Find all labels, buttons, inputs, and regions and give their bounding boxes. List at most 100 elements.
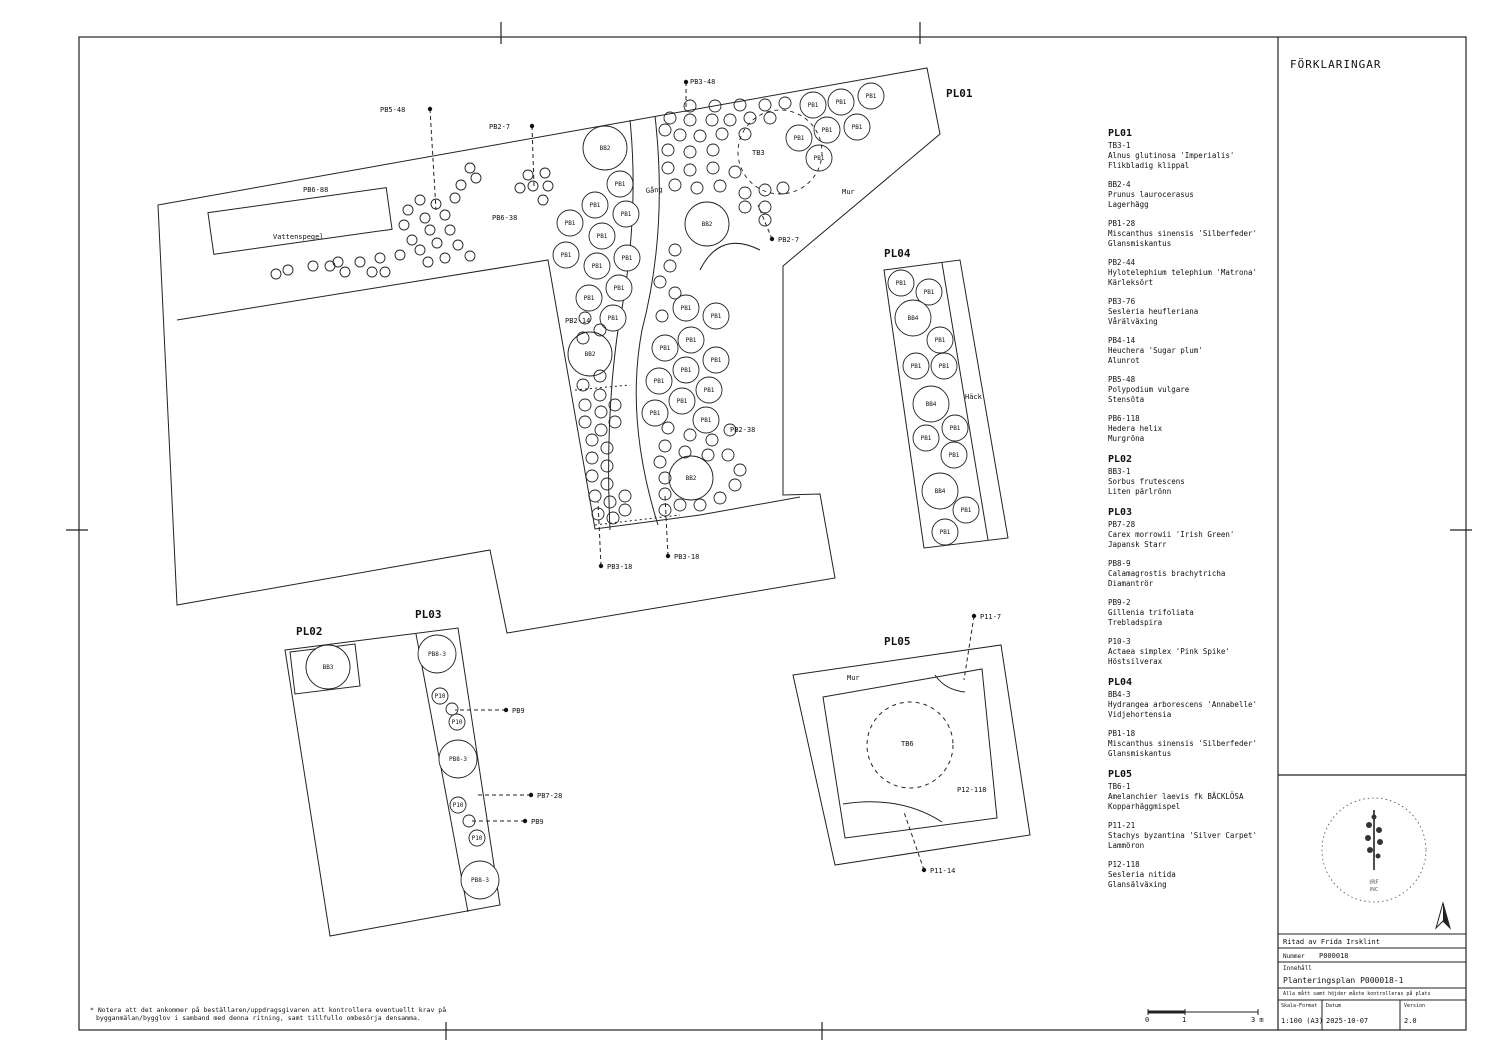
legend-latin: Prunus laurocerasus	[1108, 190, 1194, 199]
pb1-label: PB1	[794, 135, 805, 142]
callout-pb7-28: PB7-28	[537, 792, 562, 800]
p10-label: P10	[452, 719, 463, 726]
p10-label: P10	[435, 693, 446, 700]
pb1-label: PB1	[681, 367, 692, 374]
pb1-label: PB1	[650, 410, 661, 417]
legend-common: Kärleksört	[1108, 278, 1154, 287]
scale-label: Skala-Format	[1281, 1003, 1318, 1009]
pb1-label: PB1	[949, 452, 960, 459]
legend-code: P10-3	[1108, 637, 1131, 646]
date-value: 2025-10-07	[1326, 1017, 1369, 1025]
pb1-label: PB1	[921, 435, 932, 442]
legend-latin: Stachys byzantina 'Silver Carpet'	[1108, 831, 1258, 840]
p10-label: P10	[453, 802, 464, 809]
legend-common: Japansk Starr	[1108, 540, 1167, 549]
pb1-label: PB1	[711, 357, 722, 364]
legend-code: PB2-44	[1108, 258, 1136, 267]
pb6-38-label: PB6-38	[492, 214, 517, 222]
scale-bar-labels: 0 1 3 m	[1144, 1016, 1269, 1028]
callout-pb2-7: PB2-7	[489, 123, 510, 131]
legend-common: Stensöta	[1108, 395, 1145, 404]
scale-mid: 1	[1182, 1016, 1187, 1024]
callout-pb9: PB9	[512, 707, 525, 715]
bb3-label: BB3	[323, 664, 334, 671]
note-line: bygganmälan/bygglov i samband med denna …	[96, 1014, 421, 1022]
legend-latin: Gillenia trifoliata	[1108, 608, 1194, 617]
legend-code: P12-118	[1108, 860, 1140, 869]
pb2-38-label: PB2-38	[730, 426, 755, 434]
legend-code: PB9-2	[1108, 598, 1131, 607]
legend-common: Liten pärlrönn	[1108, 487, 1172, 496]
pb1-label: PB1	[681, 305, 692, 312]
legend-latin: Polypodium vulgare	[1108, 385, 1190, 394]
label-pl05: PL05	[884, 635, 911, 648]
callout-p11-14: P11-14	[930, 867, 955, 875]
pb8-label: PB8-3	[449, 756, 467, 763]
legend-common: Lagerhägg	[1108, 200, 1149, 209]
pl03-plants	[305, 634, 500, 900]
legend-code: P11-21	[1108, 821, 1136, 830]
number-value: P000018	[1319, 952, 1349, 960]
legal-note: * Notera att det ankommer på beställaren…	[90, 1006, 450, 1022]
leaders	[429, 82, 975, 871]
bb2-label: BB2	[600, 145, 611, 152]
pb1-label: PB1	[940, 529, 951, 536]
legend-latin: Miscanthus sinensis 'Silberfeder'	[1108, 739, 1258, 748]
pb1-label: PB1	[852, 124, 863, 131]
legend-common: Vidjehortensia	[1108, 710, 1172, 719]
legend-common: Diamantrör	[1108, 579, 1154, 588]
label-pl02: PL02	[296, 625, 323, 638]
title-block: Ritad av Frida Irsklint Nummer P000018 I…	[1279, 934, 1465, 1029]
legend-title: FÖRKLARINGAR	[1290, 58, 1382, 71]
pb1-label: PB1	[686, 337, 697, 344]
scale-start: 0	[1145, 1016, 1150, 1024]
bb2-label: BB2	[585, 351, 596, 358]
pb1-label: PB1	[677, 398, 688, 405]
legend-latin: Calamagrostis brachytricha	[1108, 569, 1226, 578]
legend-common: Flikbladig klippal	[1108, 161, 1190, 170]
legend-latin: Heuchera 'Sugar plum'	[1108, 346, 1203, 355]
legend-common: Glansmiskantus	[1108, 749, 1172, 758]
pb1-label: PB1	[814, 155, 825, 162]
legend-code: PB8-9	[1108, 559, 1131, 568]
legend-code: PB5-48	[1108, 375, 1136, 384]
legend-common: Höstsilverax	[1108, 657, 1163, 666]
pb1-label: PB1	[654, 378, 665, 385]
pb2-14-label: PB2-14	[565, 317, 590, 325]
north-arrow-icon	[1435, 902, 1451, 930]
p10-label: P10	[472, 835, 483, 842]
legend-common: Trebladspira	[1108, 618, 1163, 627]
pb1-label: PB1	[621, 211, 632, 218]
pb1-label: PB1	[939, 363, 950, 370]
legend-latin: Sorbus frutescens	[1108, 477, 1185, 486]
note-line: * Notera att det ankommer på beställaren…	[90, 1006, 447, 1014]
pb1-label: PB1	[565, 220, 576, 227]
pb8-label: PB8-3	[428, 651, 446, 658]
pb1-label: PB1	[614, 285, 625, 292]
legend-group-title: PL03	[1108, 507, 1133, 518]
legend-code: BB4-3	[1108, 690, 1131, 699]
legend-common: Alunrot	[1108, 356, 1140, 365]
legend-common: Lammöron	[1108, 841, 1145, 850]
pb1-label: PB1	[822, 127, 833, 134]
callout-p11-7: P11-7	[980, 613, 1001, 621]
legend-code: TB3-1	[1108, 141, 1131, 150]
legend-latin: Sesleria nitida	[1108, 870, 1176, 879]
number-label: Nummer	[1283, 953, 1305, 960]
bb2-label: BB2	[702, 221, 713, 228]
content-value: Planteringsplan P000018-1	[1283, 976, 1404, 985]
bed-pl01	[157, 67, 941, 634]
version-value: 2.0	[1404, 1017, 1417, 1025]
legend-code: PB1-28	[1108, 219, 1136, 228]
legend-latin: Actaea simplex 'Pink Spike'	[1108, 647, 1230, 656]
